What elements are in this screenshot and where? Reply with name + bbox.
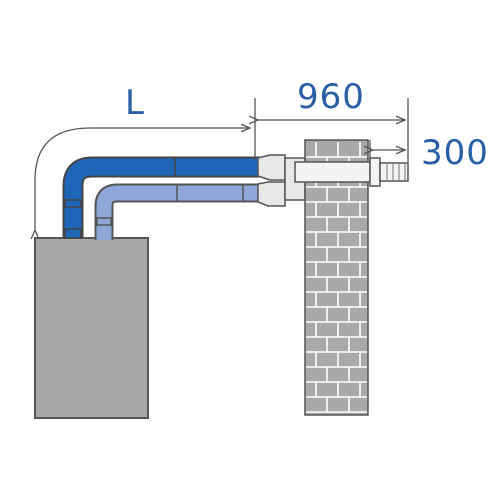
dimension-label-terminal-projection: 300 [421,133,489,173]
dimension-label-terminal-length: 960 [297,77,365,117]
dimension-300 [370,140,405,162]
dimension-L [35,120,256,230]
brick-wall [304,139,369,416]
boiler [34,237,149,419]
intake-pipe [94,183,265,240]
dimension-960 [255,98,409,162]
flue-terminal [294,157,409,187]
dimension-label-length: L [125,83,145,123]
